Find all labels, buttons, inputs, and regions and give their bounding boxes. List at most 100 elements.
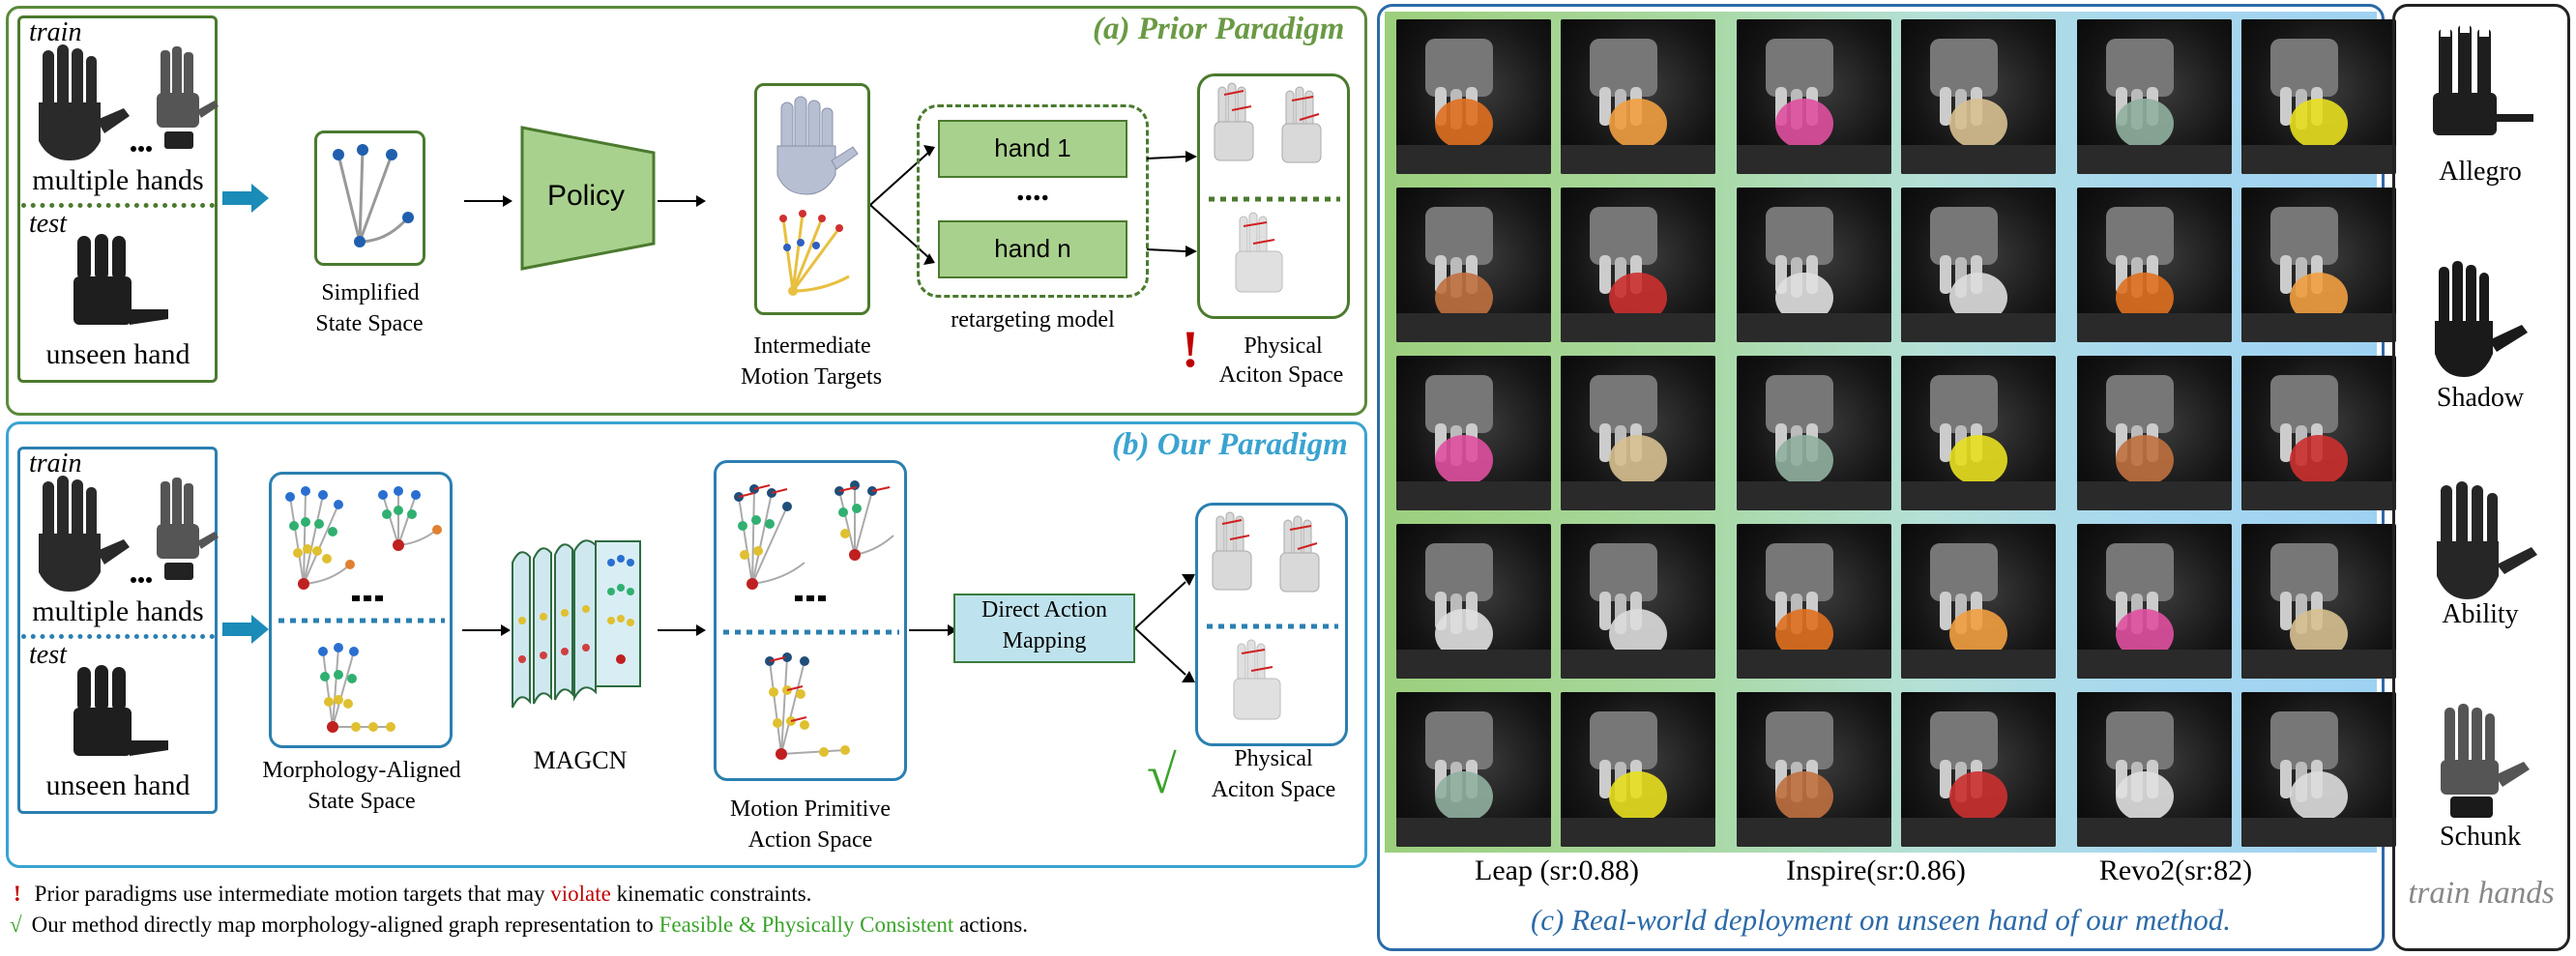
deployment-photo xyxy=(1396,188,1551,342)
shadow-label: Shadow xyxy=(2436,383,2525,413)
robot-hand-graphic xyxy=(2241,39,2396,174)
shadow-hand-icon xyxy=(2435,261,2528,377)
robot-hand-graphic xyxy=(1561,543,1715,679)
our-input-arrow xyxy=(222,615,269,644)
deployment-photo xyxy=(1396,524,1551,679)
note-ours-text-a: Our method directly map morphology-align… xyxy=(31,913,659,937)
arrow-to-magcn xyxy=(462,624,511,636)
prior-warning-mark: ! xyxy=(1182,320,1199,378)
deployment-photo xyxy=(1901,356,2056,510)
intermediate-label-1: Intermediate xyxy=(753,333,871,359)
our-multiple-hands-label: multiple hands xyxy=(32,595,204,627)
prior-divider xyxy=(21,203,215,208)
morph-state-box xyxy=(269,472,453,748)
deployment-photo xyxy=(1396,692,1551,847)
robot-hand-graphic xyxy=(2241,711,2396,847)
deployment-photo xyxy=(1737,188,1891,342)
robot-hand-graphic xyxy=(2077,375,2232,510)
robot-hand-graphic xyxy=(1737,207,1891,342)
deployment-photo xyxy=(1737,356,1891,510)
our-test-label: test xyxy=(29,640,67,670)
deployment-photo xyxy=(1737,524,1891,679)
our-divider xyxy=(21,634,215,639)
hand1-box xyxy=(938,120,1127,178)
hand1-label: hand 1 xyxy=(994,133,1071,162)
deployment-photo xyxy=(1901,188,2056,342)
deployment-photo xyxy=(1561,692,1715,847)
schunk-hand-icon xyxy=(2441,704,2530,818)
deployment-photo xyxy=(2241,188,2396,342)
robot-hand-graphic xyxy=(1396,207,1551,342)
deployment-caption: (c) Real-world deployment on unseen hand… xyxy=(1530,903,2232,937)
deployment-photo xyxy=(2077,692,2232,847)
our-unseen-hand-label: unseen hand xyxy=(45,769,190,801)
direct-action-box xyxy=(953,594,1135,663)
robot-hand-graphic xyxy=(1901,207,2056,342)
robot-hand-graphic xyxy=(1561,207,1715,342)
arrows-to-physical-ours xyxy=(1135,574,1195,682)
robot-hand-graphic xyxy=(1561,711,1715,847)
arrow-to-direct xyxy=(909,624,957,636)
deploy-label-inspire: Inspire(sr:0.86) xyxy=(1786,855,1966,886)
retarget-dots: .... xyxy=(1016,172,1049,208)
our-train-hands-icon xyxy=(39,476,219,592)
arrow-from-policy xyxy=(658,195,706,207)
retargeting-model-box xyxy=(917,104,1149,298)
robot-hand-graphic xyxy=(2077,543,2232,679)
prior-train-hands-icon xyxy=(39,44,219,160)
motion-primitive-label-1: Motion Primitive xyxy=(729,797,891,822)
our-paradigm-panel xyxy=(6,421,1367,868)
deployment-photo xyxy=(1901,692,2056,847)
robot-hand-graphic xyxy=(1396,543,1551,679)
deployment-photo xyxy=(1561,356,1715,510)
policy-label: Policy xyxy=(546,180,626,212)
our-physical-label-1: Physical xyxy=(1234,746,1313,771)
deployment-photo xyxy=(1396,19,1551,174)
robot-hand-graphic xyxy=(1396,39,1551,174)
motion-primitive-box xyxy=(714,460,907,781)
simplified-skeleton-icon xyxy=(333,144,414,247)
magcn-stack-icon xyxy=(512,539,641,709)
prior-multiple-hands-label: multiple hands xyxy=(32,164,204,196)
our-physical-label-2: Aciton Space xyxy=(1211,777,1336,802)
allegro-label: Allegro xyxy=(2439,157,2522,187)
deployment-photo xyxy=(2241,356,2396,510)
robot-hand-graphic xyxy=(2241,375,2396,510)
ability-label: Ability xyxy=(2442,599,2519,629)
robot-hand-graphic xyxy=(1901,39,2056,174)
robot-hand-graphic xyxy=(1737,39,1891,174)
deploy-label-leap: Leap (sr:0.88) xyxy=(1475,855,1639,886)
note-prior-text-a: Prior paradigms use intermediate motion … xyxy=(34,882,551,906)
deployment-photo xyxy=(1901,19,2056,174)
motion-primitive-label-2: Action Space xyxy=(747,827,873,853)
note-prior: ! Prior paradigms use intermediate motion… xyxy=(14,882,811,907)
prior-unseen-hand-label: unseen hand xyxy=(45,338,190,370)
our-check-mark: √ xyxy=(1147,745,1177,805)
policy-block xyxy=(520,126,656,271)
prior-physical-label-2: Aciton Space xyxy=(1218,362,1344,388)
robot-hand-graphic xyxy=(1901,711,2056,847)
deployment-photo xyxy=(2077,19,2232,174)
simplified-state-label-1: Simplified xyxy=(321,280,420,305)
robot-hand-graphic xyxy=(2077,207,2232,342)
arrows-to-physical-prior xyxy=(1146,151,1197,257)
our-train-label: train xyxy=(29,449,82,478)
prior-unseen-hand-icon xyxy=(73,234,168,325)
morph-state-label-1: Morphology-Aligned xyxy=(262,758,461,783)
prior-test-label: test xyxy=(29,209,67,239)
deployment-photo xyxy=(2077,356,2232,510)
arrow-from-magcn xyxy=(658,624,706,636)
deployment-photo xyxy=(2241,524,2396,679)
robot-hand-graphic xyxy=(1737,375,1891,510)
note-prior-mark: ! xyxy=(14,882,21,906)
deployment-photo xyxy=(1561,19,1715,174)
prior-paradigm-title: (a) Prior Paradigm xyxy=(1093,12,1345,46)
retargeting-model-label: retargeting model xyxy=(951,307,1115,333)
prior-train-label: train xyxy=(29,17,82,47)
deployment-photo xyxy=(1561,188,1715,342)
arrow-to-policy xyxy=(464,195,512,207)
robot-hand-graphic xyxy=(1396,375,1551,510)
our-physical-hands-icon xyxy=(1207,511,1338,720)
intermediate-keypoint-icon xyxy=(779,210,850,296)
robot-hand-graphic xyxy=(2077,711,2232,847)
